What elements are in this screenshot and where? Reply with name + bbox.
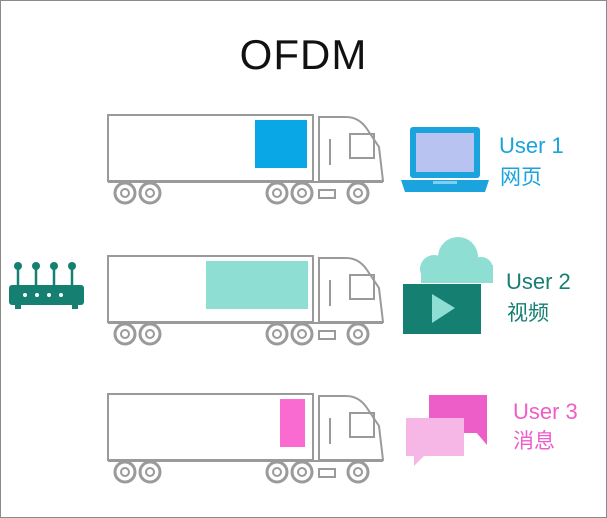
page-title: OFDM [239,31,368,78]
router-icon [9,262,84,309]
chat-bubbles-icon [406,395,487,466]
user-2-label: User 2 [506,269,571,294]
truck-user-2 [107,255,385,346]
user-3-sublabel: 消息 [513,429,555,453]
video-cloud-icon [403,237,493,334]
user-1-sublabel: 网页 [500,165,542,189]
user-3-label: User 3 [513,399,578,424]
cargo-block-user-2 [206,261,308,309]
cargo-block-user-1 [255,120,307,168]
truck-user-1 [107,114,385,205]
user-1-label: User 1 [499,133,564,158]
user-2-sublabel: 视频 [507,301,549,325]
laptop-icon [401,127,489,192]
cargo-block-user-3 [280,399,305,447]
truck-user-3 [107,393,385,484]
